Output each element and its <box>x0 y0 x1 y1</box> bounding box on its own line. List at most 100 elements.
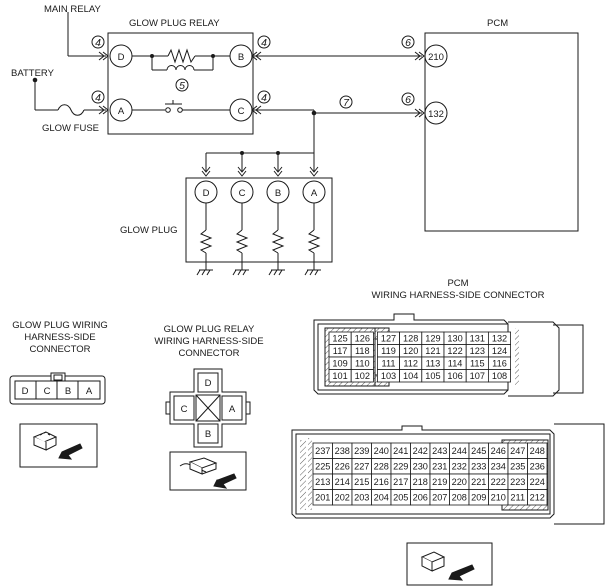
pin-cell <box>350 369 374 383</box>
svg-text:132: 132 <box>428 109 444 120</box>
pcm-title: PCM <box>487 18 508 29</box>
pin-number: 115 <box>470 359 485 369</box>
pin-number: 131 <box>470 334 485 344</box>
pin-number: 245 <box>471 446 486 456</box>
pin-number: 120 <box>403 346 418 356</box>
relay-junction-dots <box>150 54 215 113</box>
pin-number: 235 <box>510 462 525 472</box>
pin-number: 125 <box>332 334 347 344</box>
pin-number: 123 <box>470 346 485 356</box>
circuit-number: 4 <box>261 92 267 104</box>
pin-number: 227 <box>354 462 369 472</box>
pin-number: 226 <box>335 462 350 472</box>
relay-terminal-d: D <box>109 44 133 68</box>
glow-plug-relay-title: GLOW PLUG RELAY <box>129 18 220 29</box>
circuit-number: 7 <box>343 97 350 109</box>
pin-number: 214 <box>335 477 350 487</box>
gpr-connector-pin-b: B <box>205 429 211 440</box>
pin-number: 122 <box>447 346 462 356</box>
svg-text:WIRING HARNESS-SIDE CONNECTOR: WIRING HARNESS-SIDE CONNECTOR <box>372 290 545 301</box>
pin-number: 129 <box>425 334 440 344</box>
pin-number: 207 <box>432 493 447 503</box>
svg-text:WIRING HARNESS-SIDE: WIRING HARNESS-SIDE <box>154 336 263 347</box>
glow-plug-d: D <box>194 180 218 204</box>
glow-fuse-label: GLOW FUSE <box>42 123 99 134</box>
relay-terminal-b: B <box>229 44 253 68</box>
pin-number: 208 <box>452 493 467 503</box>
pin-number: 244 <box>452 446 467 456</box>
pin-number: 243 <box>432 446 447 456</box>
pin-number: 128 <box>403 334 418 344</box>
pin-number: 121 <box>425 346 440 356</box>
pin-number: 225 <box>315 462 330 472</box>
pin-number: 222 <box>491 477 506 487</box>
pin-number: 106 <box>447 371 462 381</box>
gpr-connector-pin-c: C <box>181 404 188 415</box>
pin-number: 223 <box>510 477 525 487</box>
pin-number: 242 <box>413 446 428 456</box>
pin-number: 224 <box>530 477 545 487</box>
pin-number: 236 <box>530 462 545 472</box>
pin-number: 229 <box>393 462 408 472</box>
pin-number: 237 <box>315 446 330 456</box>
pin-number: 241 <box>393 446 408 456</box>
pcm-box <box>424 32 579 232</box>
svg-text:B: B <box>275 188 281 199</box>
svg-text:CONNECTOR: CONNECTOR <box>178 348 239 359</box>
pin-number: 112 <box>403 359 418 369</box>
svg-text:210: 210 <box>428 52 444 63</box>
glow-plug-b: B <box>266 180 290 204</box>
svg-text:GLOW PLUG WIRING: GLOW PLUG WIRING <box>12 320 108 331</box>
pcm-terminal-210: 210 <box>424 44 448 68</box>
gpr-connector-pin-d: D <box>205 378 212 389</box>
pin-number: 101 <box>332 371 347 381</box>
connector-view-icon <box>406 542 493 586</box>
glow-plug-wiring-connector <box>9 372 106 405</box>
pin-number: 248 <box>530 446 545 456</box>
svg-text:PCM: PCM <box>447 278 468 289</box>
pin-number: 239 <box>354 446 369 456</box>
circuit-number: 5 <box>179 80 185 92</box>
pin-number: 119 <box>381 346 396 356</box>
connector-view-icon <box>169 451 247 491</box>
circuit-number: 4 <box>261 37 267 49</box>
battery-label: BATTERY <box>11 68 55 79</box>
pin-number: 203 <box>354 493 369 503</box>
pin-number: 209 <box>471 493 486 503</box>
relay-terminal-a: A <box>109 98 133 122</box>
pin-cell <box>487 369 511 383</box>
glow-plug-relay <box>107 32 254 135</box>
svg-text:C: C <box>238 106 245 117</box>
pin-number: 105 <box>425 371 440 381</box>
gp-connector-pin-d: D <box>22 386 29 397</box>
pin-number: 247 <box>510 446 525 456</box>
pcm-connector-title: PCM WIRING HARNESS-SIDE CONNECTOR <box>372 278 545 301</box>
pin-number: 206 <box>413 493 428 503</box>
pin-number: 117 <box>333 346 348 356</box>
glow-plug-connector-title: GLOW PLUG WIRING HARNESS-SIDE CONNECTOR <box>12 320 108 355</box>
pin-number: 108 <box>492 371 507 381</box>
pin-number: 234 <box>491 462 506 472</box>
glow-plug-a: A <box>302 180 326 204</box>
pin-number: 231 <box>432 462 447 472</box>
pin-number: 228 <box>374 462 389 472</box>
glow-plug-relay-connector-title: GLOW PLUG RELAY WIRING HARNESS-SIDE CONN… <box>154 324 263 359</box>
pin-number: 107 <box>470 371 485 381</box>
pin-number: 110 <box>355 359 370 369</box>
pin-number: 202 <box>335 493 350 503</box>
pin-number: 240 <box>374 446 389 456</box>
pin-number: 205 <box>393 493 408 503</box>
svg-text:A: A <box>311 188 318 199</box>
pin-number: 204 <box>374 493 389 503</box>
circuit-number: 4 <box>95 92 101 104</box>
svg-text:D: D <box>203 188 210 199</box>
glow-plug-c: C <box>230 180 254 204</box>
pin-number: 221 <box>471 477 486 487</box>
pin-number: 230 <box>413 462 428 472</box>
pin-number: 116 <box>492 359 507 369</box>
pin-number: 217 <box>393 477 408 487</box>
pin-number: 212 <box>530 493 545 503</box>
